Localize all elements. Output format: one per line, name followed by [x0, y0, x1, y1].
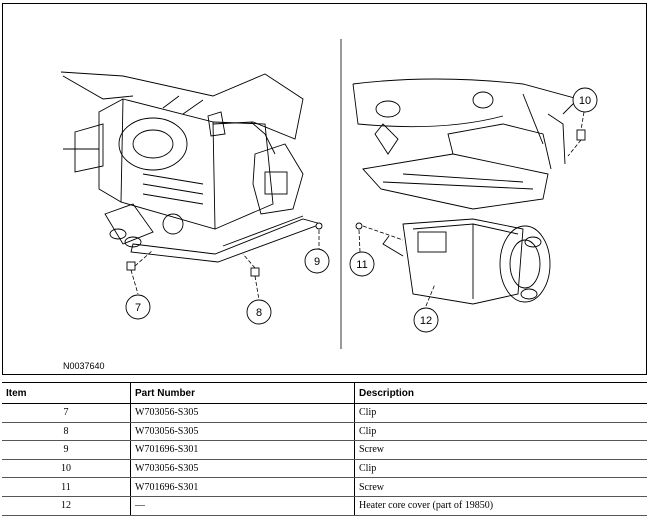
part-number-cell: — — [130, 496, 355, 516]
table-row: 8 W703056-S305 Clip — [2, 422, 647, 442]
description-cell: Screw — [354, 440, 647, 460]
item-cell: 10 — [2, 459, 131, 479]
right-leader-lines — [358, 111, 585, 307]
clip-8-part — [250, 267, 260, 277]
callout-11: 11 — [349, 251, 375, 277]
screw-11-part — [355, 222, 363, 230]
left-housing-drawing — [60, 71, 323, 263]
parts-table: Item Part Number Description 7 W703056-S… — [2, 382, 647, 516]
header-part-number: Part Number — [130, 382, 355, 404]
callout-9: 9 — [304, 248, 330, 274]
part-number-cell: W703056-S305 — [130, 403, 355, 423]
clip-10-part — [576, 129, 586, 141]
description-cell: Screw — [354, 477, 647, 497]
callout-8: 8 — [246, 299, 272, 325]
table-row: 7 W703056-S305 Clip — [2, 403, 647, 423]
part-number-cell: W703056-S305 — [130, 422, 355, 442]
callout-11-label: 11 — [356, 259, 367, 271]
description-cell: Clip — [354, 403, 647, 423]
callout-10: 10 — [572, 87, 598, 113]
left-fasteners — [126, 222, 323, 277]
description-cell: Heater core cover (part of 19850) — [354, 496, 647, 516]
header-item: Item — [2, 382, 131, 404]
table-row: 9 W701696-S301 Screw — [2, 440, 647, 460]
part-number-cell: W701696-S301 — [130, 477, 355, 497]
callout-12-label: 12 — [420, 315, 432, 327]
right-fasteners — [355, 129, 586, 230]
table-row: 11 W701696-S301 Screw — [2, 477, 647, 497]
right-housing-drawing — [352, 78, 579, 305]
item-cell: 9 — [2, 440, 131, 460]
callout-7: 7 — [125, 294, 151, 320]
exploded-view-illustration: 7 8 9 10 11 12 — [60, 39, 598, 349]
callout-10-label: 10 — [579, 95, 591, 107]
callout-12: 12 — [413, 307, 439, 333]
item-cell: 12 — [2, 496, 131, 516]
item-cell: 7 — [2, 403, 131, 423]
clip-7-part — [126, 261, 136, 271]
header-description: Description — [354, 382, 647, 404]
screw-9-part — [315, 222, 323, 230]
callout-8-label: 8 — [256, 307, 262, 319]
item-cell: 11 — [2, 477, 131, 497]
diagram-frame: 7 8 9 10 11 12 N0037640 — [2, 3, 647, 375]
description-cell: Clip — [354, 459, 647, 479]
figure-id: N0037640 — [63, 361, 105, 371]
parts-table-header-row: Item Part Number Description — [2, 382, 647, 404]
callout-9-label: 9 — [314, 256, 320, 268]
callout-7-label: 7 — [135, 302, 141, 314]
table-row: 10 W703056-S305 Clip — [2, 459, 647, 479]
part-number-cell: W703056-S305 — [130, 459, 355, 479]
table-row: 12 — Heater core cover (part of 19850) — [2, 496, 647, 516]
left-leader-lines — [130, 230, 320, 301]
item-cell: 8 — [2, 422, 131, 442]
part-number-cell: W701696-S301 — [130, 440, 355, 460]
description-cell: Clip — [354, 422, 647, 442]
